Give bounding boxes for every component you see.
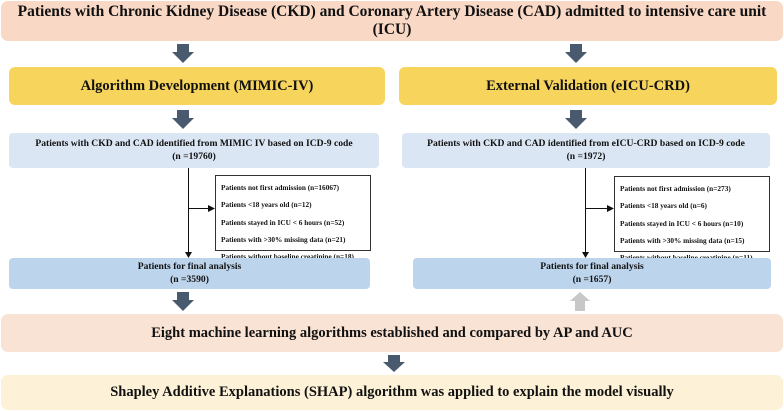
validation-header: External Validation (eICU-CRD) <box>399 67 777 105</box>
exclusion-item: Patients stayed in ICU < 6 hours (n=52) <box>221 217 345 227</box>
exclusion-item: Patients without baseline creatinine (n=… <box>221 252 354 262</box>
ml-algorithms-text: Eight machine learning algorithms establ… <box>151 324 633 341</box>
exclusion-item: Patients without baseline creatinine (n=… <box>620 249 764 266</box>
mimic-identified-count: (n =19760) <box>172 150 216 162</box>
mimic-final-box: Patients for final analysis (n =3590) <box>9 258 370 289</box>
development-header: Algorithm Development (MIMIC-IV) <box>9 67 385 105</box>
mimic-identified-text: Patients with CKD and CAD identified fro… <box>35 137 353 149</box>
arrow-down-icon <box>172 44 194 63</box>
exclusion-item: Patients stayed in ICU < 6 hours (n=10) <box>620 218 744 228</box>
eicu-final-box: Patients for final analysis (n =1657) <box>413 258 771 289</box>
arrow-down-icon <box>185 252 192 258</box>
exclusion-item: Patients with >30% missing data (n=15) <box>620 235 745 245</box>
mimic-identified-box: Patients with CKD and CAD identified fro… <box>9 133 379 168</box>
connector-line <box>585 168 586 253</box>
arrow-down-icon <box>172 292 194 311</box>
mimic-exclusion-box: Patients not first admission (n=16067) P… <box>215 175 371 261</box>
validation-header-label: External Validation (eICU-CRD) <box>486 77 690 94</box>
shap-text: Shapley Additive Explanations (SHAP) alg… <box>110 384 674 400</box>
arrow-down-icon <box>565 110 587 129</box>
mimic-final-count: (n =3590) <box>170 273 209 285</box>
exclusion-item: Patients not first admission (n=16067) <box>221 183 340 192</box>
arrow-right-icon <box>607 205 614 212</box>
mimic-final-text: Patients for final analysis <box>137 260 242 272</box>
population-box: Patients with Chronic Kidney Disease (CK… <box>1 1 783 41</box>
eicu-identified-text: Patients with CKD and CAD identified fro… <box>427 137 745 149</box>
development-header-label: Algorithm Development (MIMIC-IV) <box>80 77 314 94</box>
arrow-right-icon <box>208 205 215 212</box>
exclusion-item: Patients not first admission (n=273) <box>620 184 731 193</box>
arrow-down-icon <box>172 110 194 129</box>
connector-line <box>188 168 189 253</box>
ml-algorithms-box: Eight machine learning algorithms establ… <box>1 314 783 352</box>
arrow-down-icon <box>565 44 587 63</box>
arrow-up-icon <box>570 292 590 311</box>
population-text: Patients with Chronic Kidney Disease (CK… <box>17 3 767 38</box>
eicu-identified-count: (n =1972) <box>566 150 606 162</box>
connector-line <box>585 208 609 209</box>
eicu-exclusion-box: Patients not first admission (n=273) Pat… <box>614 176 770 262</box>
exclusion-item: Patients with >30% missing data (n=21) <box>221 234 346 244</box>
eicu-final-text: Patients for final analysis <box>540 260 644 272</box>
arrow-down-icon <box>383 355 405 372</box>
connector-line <box>188 208 210 209</box>
exclusion-item: Patients <18 years old (n=12) <box>221 200 312 210</box>
eicu-identified-box: Patients with CKD and CAD identified fro… <box>402 133 770 168</box>
eicu-final-count: (n =1657) <box>572 273 612 285</box>
shap-box: Shapley Additive Explanations (SHAP) alg… <box>1 375 783 410</box>
arrow-down-icon <box>582 252 589 258</box>
exclusion-item: Patients <18 years old (n=6) <box>620 201 707 211</box>
